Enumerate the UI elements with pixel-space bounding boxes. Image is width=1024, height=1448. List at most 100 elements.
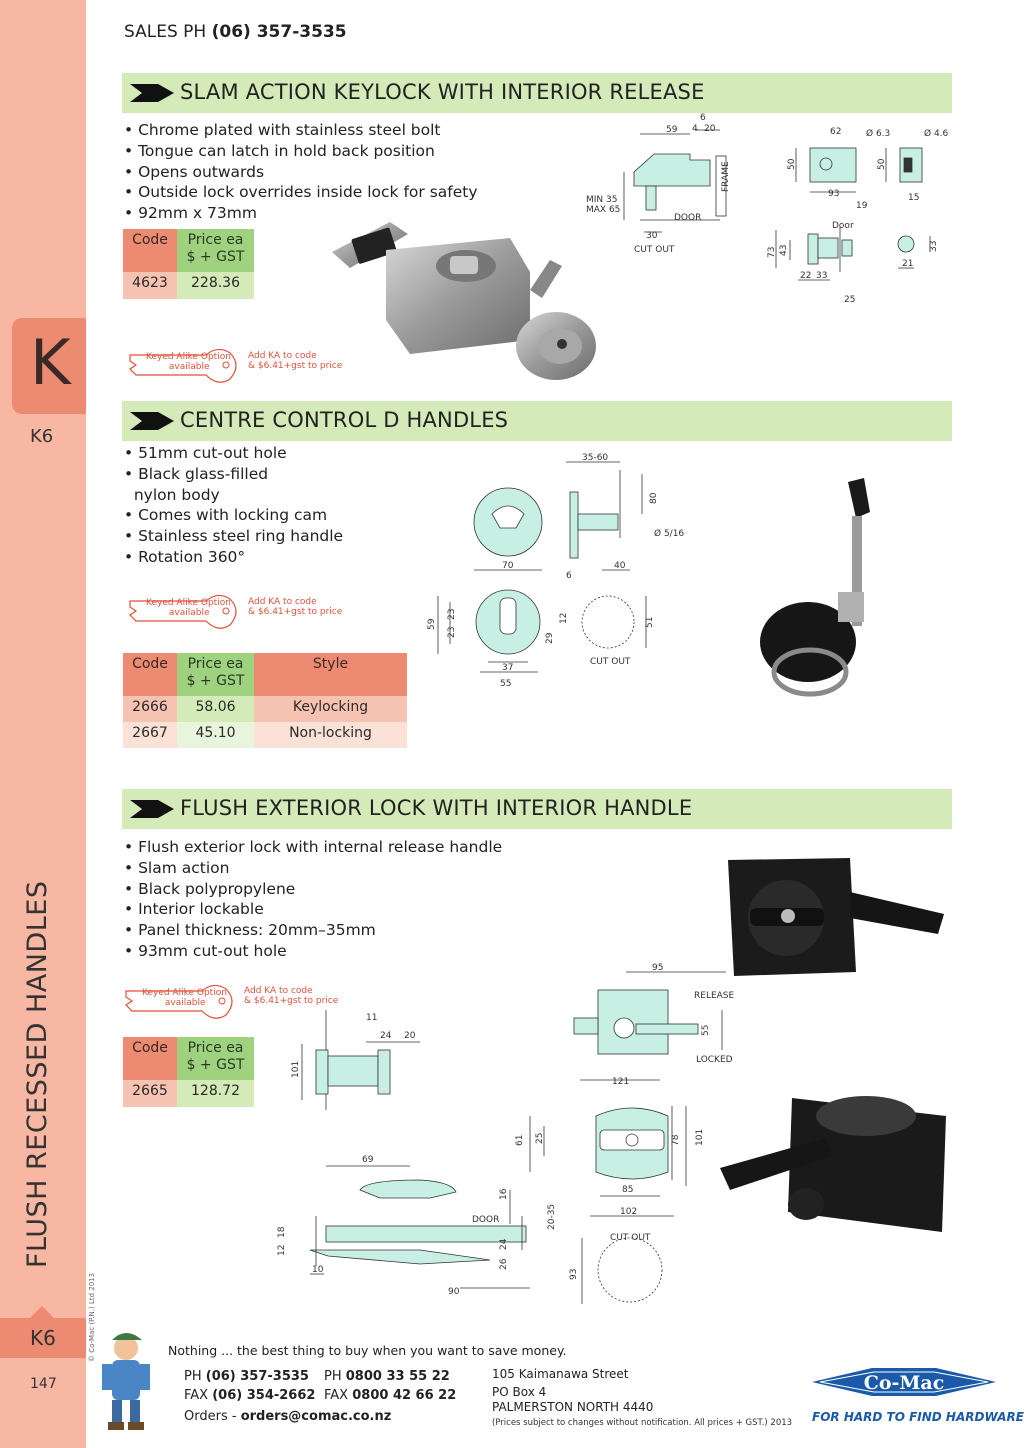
svg-text:MAX 65: MAX 65 xyxy=(586,205,620,215)
table-header: Code xyxy=(123,653,177,696)
svg-text:78: 78 xyxy=(671,1134,681,1146)
svg-text:70: 70 xyxy=(502,561,514,571)
footer-orders: Orders - orders@comac.co.nz xyxy=(184,1409,392,1424)
list-item: Slam action xyxy=(124,858,502,879)
svg-text:12: 12 xyxy=(277,1245,287,1256)
svg-text:CUT OUT: CUT OUT xyxy=(610,1233,651,1243)
keyed-alike-note: Add KA to code& $6.41+gst to price xyxy=(244,986,339,1006)
svg-text:59: 59 xyxy=(427,618,437,630)
svg-text:11: 11 xyxy=(366,1013,377,1023)
keyed-alike-note: Add KA to code& $6.41+gst to price xyxy=(248,351,343,371)
svg-text:25: 25 xyxy=(535,1133,545,1144)
sales-phone: SALES PH (06) 357-3535 xyxy=(124,22,347,42)
svg-text:40: 40 xyxy=(614,561,626,571)
address-line-1: 105 Kaimanawa Street xyxy=(492,1367,629,1381)
svg-text:51: 51 xyxy=(645,617,655,628)
list-item: nylon body xyxy=(133,485,220,504)
list-item: Flush exterior lock with internal releas… xyxy=(124,837,502,858)
svg-text:62: 62 xyxy=(830,127,841,137)
svg-text:24: 24 xyxy=(499,1238,509,1250)
keyed-alike-label: Keyed Alike Option available xyxy=(146,598,231,618)
svg-text:RELEASE: RELEASE xyxy=(694,991,735,1001)
svg-text:25: 25 xyxy=(844,295,855,305)
svg-text:85: 85 xyxy=(622,1185,633,1195)
features-list-1: Chrome plated with stainless steel bolt … xyxy=(124,120,478,224)
list-item: Black polypropylene xyxy=(124,879,502,900)
bottom-code: K6 xyxy=(30,1326,56,1350)
svg-text:4: 4 xyxy=(692,124,698,134)
svg-text:50: 50 xyxy=(877,158,887,170)
d-handle-photo xyxy=(760,478,870,697)
table-header: Price ea $ + GST xyxy=(177,1037,254,1080)
svg-text:19: 19 xyxy=(856,201,868,211)
section-title-2: CENTRE CONTROL D HANDLES xyxy=(180,408,509,432)
price-table-3: Code Price ea $ + GST 2665 128.72 xyxy=(123,1037,254,1107)
address-line-2: PO Box 4 xyxy=(492,1385,547,1399)
svg-text:18: 18 xyxy=(277,1226,287,1238)
section-tab: K xyxy=(12,318,86,414)
svg-text:CUT OUT: CUT OUT xyxy=(634,245,675,255)
svg-text:12: 12 xyxy=(559,613,569,624)
section-title-1: SLAM ACTION KEYLOCK WITH INTERIOR RELEAS… xyxy=(180,80,705,104)
table-header: Price ea $ + GST xyxy=(177,653,254,696)
svg-text:29: 29 xyxy=(545,632,555,644)
arrow-icon xyxy=(130,84,174,102)
svg-text:23: 23 xyxy=(447,609,457,620)
keylock-photo xyxy=(332,222,596,380)
key-icon xyxy=(129,348,237,383)
svg-text:35-60: 35-60 xyxy=(582,453,608,463)
flush-lock-photo-rear xyxy=(720,1096,946,1232)
section-header-2: CENTRE CONTROL D HANDLES xyxy=(122,401,952,441)
list-item: Opens outwards xyxy=(124,162,478,183)
keyed-alike-label: Keyed Alike Option available xyxy=(142,988,227,1008)
svg-text:80: 80 xyxy=(649,492,659,504)
svg-text:43: 43 xyxy=(779,245,789,256)
arrow-icon xyxy=(130,800,174,818)
section-code: K6 xyxy=(30,426,54,447)
svg-text:102: 102 xyxy=(620,1207,637,1217)
svg-text:20-35: 20-35 xyxy=(547,1204,557,1230)
svg-text:20: 20 xyxy=(404,1031,416,1041)
svg-text:CUT OUT: CUT OUT xyxy=(590,657,631,667)
svg-text:DOOR: DOOR xyxy=(472,1215,499,1225)
table-row: 2667 45.10 Non-locking xyxy=(123,722,407,748)
features-list-3: Flush exterior lock with internal releas… xyxy=(124,837,502,962)
logo-tagline: FOR HARD TO FIND HARDWARE xyxy=(812,1410,1024,1424)
svg-text:101: 101 xyxy=(291,1061,301,1078)
table-header: Price ea $ + GST xyxy=(177,229,254,272)
svg-text:15: 15 xyxy=(908,193,919,203)
svg-text:30: 30 xyxy=(646,231,658,241)
svg-text:101: 101 xyxy=(695,1129,705,1146)
mascot-image xyxy=(102,1333,150,1430)
section-title-3: FLUSH EXTERIOR LOCK WITH INTERIOR HANDLE xyxy=(180,796,693,820)
svg-text:10: 10 xyxy=(312,1265,324,1275)
svg-text:55: 55 xyxy=(701,1025,711,1036)
orders-email-link[interactable]: orders@comac.co.nz xyxy=(240,1409,392,1424)
footer-tagline: Nothing ... the best thing to buy when y… xyxy=(168,1343,567,1358)
tab-letter: K xyxy=(30,326,71,399)
table-row: 2665 128.72 xyxy=(123,1080,254,1107)
bottom-tab: K6 xyxy=(0,1306,86,1358)
keyed-alike-label: Keyed Alike Option available xyxy=(146,352,231,372)
vertical-title: FLUSH RECESSED HANDLES xyxy=(22,880,53,1268)
table-row: 2666 58.06 Keylocking xyxy=(123,696,407,722)
svg-text:26: 26 xyxy=(499,1258,509,1270)
svg-text:DOOR: DOOR xyxy=(674,213,701,223)
svg-text:95: 95 xyxy=(652,963,663,973)
keylock-dimension-drawing: 59 6 4 20 FRAME MIN 35 MAX 65 DOOR 30 CU… xyxy=(586,113,949,305)
price-table-2: Code Price ea $ + GST Style 2666 58.06 K… xyxy=(123,653,407,748)
table-header: Style xyxy=(254,653,407,696)
list-item: Tongue can latch in hold back position xyxy=(124,141,478,162)
svg-text:23: 23 xyxy=(447,627,457,638)
key-icon xyxy=(129,594,237,629)
footer-freefax: FAX 0800 42 66 22 xyxy=(324,1388,457,1403)
footer-freephone: PH 0800 33 55 22 xyxy=(324,1369,450,1384)
svg-text:73: 73 xyxy=(767,247,777,258)
svg-text:69: 69 xyxy=(362,1155,374,1165)
svg-text:Door: Door xyxy=(832,221,854,231)
list-item: Rotation 360° xyxy=(124,547,343,568)
list-item: Black glass-filled xyxy=(124,464,343,485)
section-header-3: FLUSH EXTERIOR LOCK WITH INTERIOR HANDLE xyxy=(122,789,952,829)
table-row: 4623 228.36 xyxy=(123,272,254,299)
svg-text:22: 22 xyxy=(800,271,811,281)
